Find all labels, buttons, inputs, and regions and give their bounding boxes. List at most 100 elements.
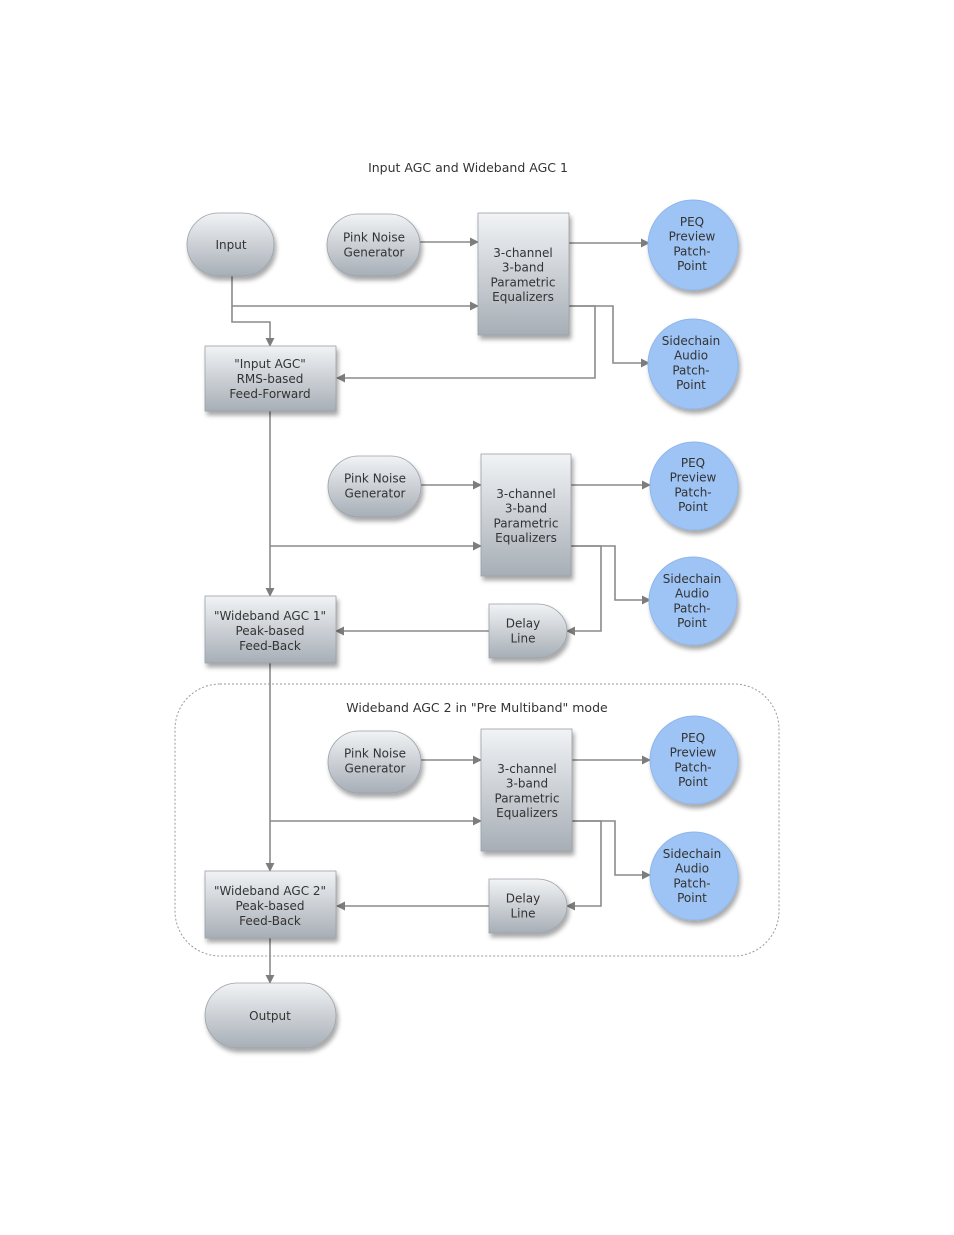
diagram-title: Input AGC and Wideband AGC 1 <box>368 160 568 175</box>
label-line: Point <box>678 500 708 514</box>
label-line: Audio <box>675 587 709 601</box>
sidechain-audio-patch-point-3 <box>649 831 739 921</box>
label-line: Parametric <box>491 275 556 289</box>
label-line: 3-band <box>502 261 544 275</box>
delay-line-1 <box>488 603 568 659</box>
label-line: Sidechain <box>662 334 720 348</box>
input-node <box>186 212 275 277</box>
label-line: PEQ <box>681 456 705 470</box>
label-line: Feed-Forward <box>229 387 310 401</box>
edge-input-eq1 <box>231 276 479 311</box>
label-line: Patch- <box>674 760 711 774</box>
label-line: Patch- <box>673 601 710 615</box>
label-line: Delay <box>506 617 540 631</box>
group-boundary-wideband-agc-2 <box>174 683 780 957</box>
label-line: Preview <box>670 471 717 485</box>
label-line: Output <box>249 1009 291 1023</box>
label-line: Point <box>677 616 707 630</box>
edge-eq3-delay2 <box>566 820 602 911</box>
label-line: Feed-Back <box>239 639 301 653</box>
edge-input-agc-input <box>231 306 275 347</box>
edge-eq1-agc-input <box>336 305 596 383</box>
label-line: Patch- <box>674 485 711 499</box>
label-line: Point <box>677 891 707 905</box>
label-line: Audio <box>674 349 708 363</box>
peq-preview-patch-point-1 <box>647 199 739 291</box>
peq-preview-patch-point-2 <box>649 441 739 531</box>
output-label: Output <box>249 1009 291 1023</box>
sidechain-audio-patch-point-2 <box>648 556 738 646</box>
edge-eq2-side2 <box>571 545 651 605</box>
output-node <box>204 982 337 1049</box>
label-line: Feed-Back <box>239 914 301 928</box>
label-line: Line <box>510 906 535 920</box>
edge-eq2-delay1 <box>566 545 602 636</box>
wideband-agc-2-block <box>204 870 337 939</box>
input-agc-block <box>204 345 337 412</box>
pink-noise-generator-3 <box>327 730 422 794</box>
pink-noise-generator-2 <box>327 455 422 518</box>
label-line: Patch- <box>672 363 709 377</box>
label-line: 3-channel <box>496 487 555 501</box>
sidechain-audio-patch-point-1 <box>647 318 739 410</box>
delay-line-2 <box>488 878 568 934</box>
peq-preview-patch-point-3 <box>649 715 739 805</box>
label-line: Peak-based <box>235 899 304 913</box>
input-label: Input <box>215 238 246 252</box>
label-line: "Wideband AGC 1" <box>214 609 326 623</box>
label-line: Pink Noise <box>344 472 406 486</box>
label-line: Patch- <box>673 244 710 258</box>
label-line: Parametric <box>494 516 559 530</box>
label-line: Generator <box>345 486 406 500</box>
edge-eq1-side1 <box>569 305 650 368</box>
nodes <box>186 199 739 1049</box>
label-line: "Wideband AGC 2" <box>214 884 326 898</box>
label-line: Equalizers <box>496 806 558 820</box>
label-line: Audio <box>675 862 709 876</box>
label-line: Equalizers <box>492 290 554 304</box>
label-line: Pink Noise <box>343 231 405 245</box>
label-line: Pink Noise <box>344 747 406 761</box>
pink-noise-generator-1 <box>326 213 421 277</box>
label-line: Patch- <box>673 876 710 890</box>
edge-eq3-side3 <box>572 820 651 880</box>
label-line: 3-channel <box>497 762 556 776</box>
label-line: "Input AGC" <box>234 357 306 371</box>
group-title: Wideband AGC 2 in "Pre Multiband" mode <box>346 700 608 715</box>
label-line: Point <box>677 259 707 273</box>
label-line: Peak-based <box>235 624 304 638</box>
label-line: Parametric <box>495 791 560 805</box>
equalizer-block-2 <box>480 453 572 577</box>
label-line: Delay <box>506 892 540 906</box>
label-line: Preview <box>670 746 717 760</box>
edges <box>231 237 651 984</box>
label-line: 3-band <box>506 777 548 791</box>
label-line: Equalizers <box>495 531 557 545</box>
label-line: PEQ <box>680 215 704 229</box>
label-line: Preview <box>669 230 716 244</box>
label-line: Point <box>678 775 708 789</box>
label-line: 3-band <box>505 502 547 516</box>
label-line: Sidechain <box>663 847 721 861</box>
label-line: Sidechain <box>663 572 721 586</box>
label-line: PEQ <box>681 731 705 745</box>
equalizer-block-3 <box>480 728 573 852</box>
